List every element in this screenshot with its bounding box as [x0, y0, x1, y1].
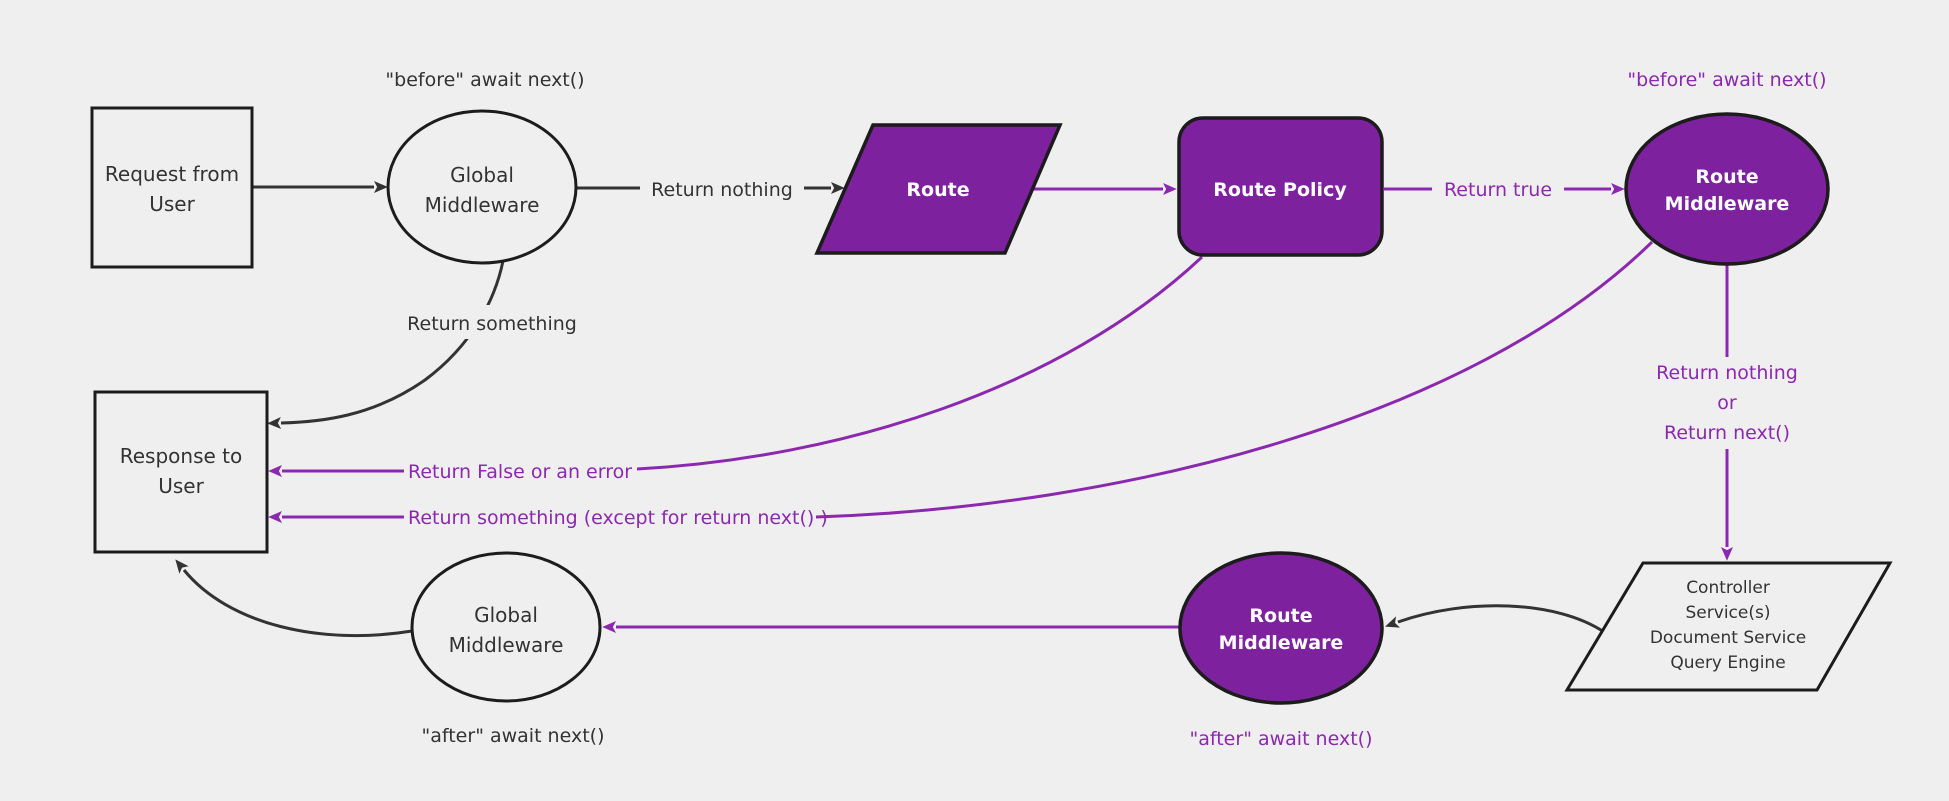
label-return-nothing-or-next-line2: or	[1717, 392, 1737, 414]
global-middleware-top-ellipse	[386, 109, 578, 265]
controller-stack-line1: Controller	[1686, 578, 1770, 598]
label-return-something: Return something	[402, 305, 582, 339]
controller-stack-line3: Document Service	[1650, 628, 1806, 648]
node-request-from-user: Request from User	[90, 106, 254, 269]
edge-route-policy-return-false-curve	[636, 255, 1204, 471]
global-middleware-top-label-line1: Global	[450, 163, 514, 187]
label-return-nothing-or-next-bg	[1636, 357, 1820, 449]
edge-global-middleware-bottom-to-response	[175, 559, 413, 638]
route-label: Route	[906, 179, 969, 201]
label-return-true: Return true	[1432, 174, 1564, 206]
label-return-true-bg	[1432, 174, 1564, 206]
controller-stack-line2: Service(s)	[1686, 603, 1771, 623]
edge-route-middleware-return-something-curve	[815, 240, 1654, 519]
route-middleware-top-ellipse	[1624, 112, 1830, 266]
node-controller-stack: Controller Service(s) Document Service Q…	[1564, 561, 1893, 692]
edge-global-middleware-return-something-to-response	[267, 260, 505, 429]
label-return-something-except: Return something (except for return next…	[408, 507, 828, 529]
label-return-true-text: Return true	[1444, 179, 1552, 201]
label-after-await-next-bottom-middle: "after" await next()	[1190, 728, 1373, 750]
label-return-nothing-or-next-line1: Return nothing	[1656, 362, 1798, 384]
route-middleware-bottom-ellipse	[1178, 551, 1384, 705]
node-response-to-user: Response to User	[93, 390, 269, 554]
label-after-await-next-bottom-left: "after" await next()	[422, 725, 605, 747]
node-route: Route	[814, 123, 1063, 255]
response-to-user-label-line1: Response to	[120, 444, 243, 468]
global-middleware-bottom-ellipse	[410, 551, 602, 703]
route-policy-box	[1177, 116, 1384, 257]
label-return-nothing: Return nothing	[640, 173, 804, 205]
controller-stack-line4: Query Engine	[1670, 653, 1785, 673]
label-return-nothing-or-next-line3: Return next()	[1664, 422, 1790, 444]
node-global-middleware-bottom: Global Middleware	[410, 551, 602, 703]
route-middleware-bottom-label-line2: Middleware	[1219, 632, 1344, 654]
label-before-await-next-top-left: "before" await next()	[385, 69, 584, 91]
global-middleware-bottom-label-line1: Global	[474, 603, 538, 627]
route-policy-label: Route Policy	[1213, 179, 1347, 201]
global-middleware-top-label-line2: Middleware	[425, 193, 540, 217]
label-return-nothing-text: Return nothing	[651, 179, 793, 201]
node-route-middleware-top: Route Middleware	[1624, 112, 1830, 266]
label-return-nothing-bg	[640, 173, 804, 205]
controller-stack-parallelogram	[1564, 561, 1893, 692]
label-return-nothing-or-next: Return nothing or Return next()	[1636, 357, 1820, 449]
node-route-policy: Route Policy	[1177, 116, 1384, 257]
request-from-user-label-line1: Request from	[105, 162, 239, 186]
label-before-await-next-top-right: "before" await next()	[1627, 69, 1826, 91]
edge-controller-to-route-middleware-bottom	[1385, 604, 1605, 634]
node-route-middleware-bottom: Route Middleware	[1178, 551, 1384, 705]
response-to-user-label-line2: User	[158, 474, 204, 498]
node-global-middleware-top: Global Middleware	[386, 109, 578, 265]
route-middleware-bottom-label-line1: Route	[1249, 605, 1312, 627]
label-return-something-text: Return something	[407, 313, 577, 335]
route-parallelogram	[814, 123, 1063, 255]
label-return-something-bg	[402, 305, 582, 339]
request-from-user-box	[90, 106, 254, 269]
request-from-user-label-line2: User	[149, 192, 195, 216]
route-middleware-top-label-line2: Middleware	[1665, 193, 1790, 215]
global-middleware-bottom-label-line2: Middleware	[449, 633, 564, 657]
response-to-user-box	[93, 390, 269, 554]
label-return-false-or-error: Return False or an error	[408, 461, 632, 483]
route-middleware-top-label-line1: Route	[1695, 166, 1758, 188]
